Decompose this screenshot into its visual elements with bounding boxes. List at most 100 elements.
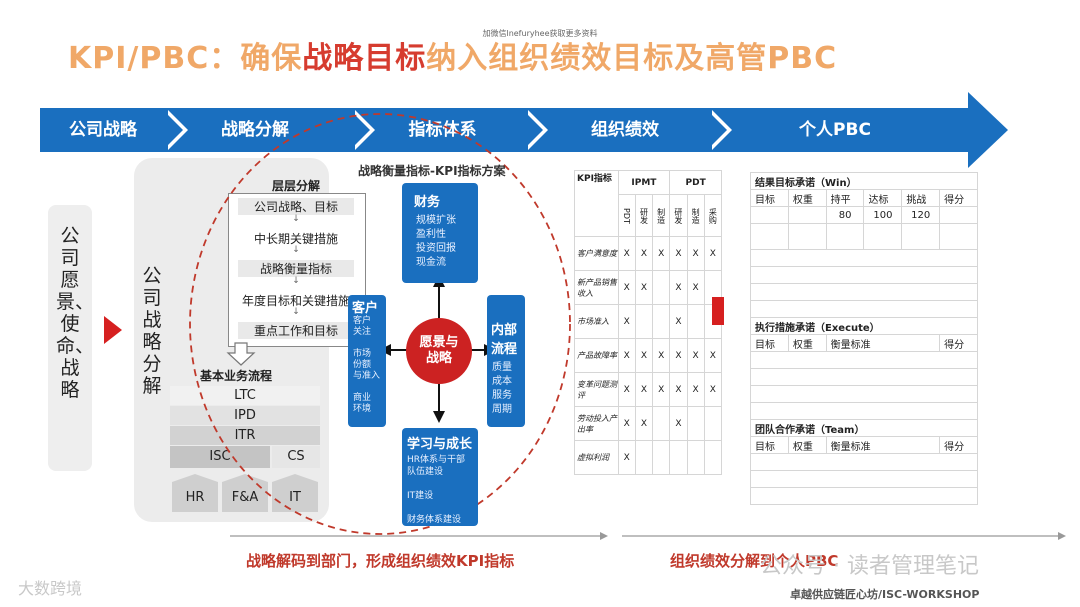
finance-items: 规模扩张 盈利性 投资回报 现金流	[416, 215, 456, 268]
kpi-subhead: 制造	[686, 194, 705, 237]
pbc-team-col: 权重	[787, 436, 827, 454]
kpi-row-label: 市场准入	[574, 304, 619, 339]
process-lane-ltc: LTC	[170, 386, 320, 405]
kpi-mark: X	[703, 372, 723, 407]
support-it: IT	[289, 490, 301, 505]
kpi-mark: X	[703, 236, 723, 271]
kpi-col-ipmt: IPMT	[617, 170, 671, 195]
step-strategy-decomposition: 战略分解	[221, 120, 289, 140]
kpi-plan-title: 战略衡量指标-KPI指标方案	[358, 164, 506, 178]
footer-right-caption: 组织绩效分解到个人PBC	[670, 552, 839, 570]
kpi-mark: X	[617, 406, 636, 441]
watermark-bottom-left: 大数跨境	[18, 579, 83, 598]
pbc-exec-col: 目标	[750, 334, 789, 352]
kpi-subhead: PDT	[617, 194, 636, 237]
kpi-mark: X	[634, 372, 654, 407]
biz-process-title: 基本业务流程	[200, 369, 273, 383]
customer-box: 客户 客户 关注 市场 份额 与准入 商业 环境	[348, 295, 386, 427]
down-arrow-icon: ↓	[292, 307, 300, 317]
kpi-mark: X	[634, 270, 654, 305]
pbc-win-col: 挑战	[901, 189, 941, 207]
kpi-subhead: 采购	[703, 194, 723, 237]
focus-dashed-circle	[189, 113, 571, 535]
customer-items: 客户 关注 市场 份额 与准入 商业 环境	[353, 316, 381, 414]
kpi-mark: X	[617, 440, 636, 475]
layer-item: 公司战略、目标	[238, 198, 354, 215]
pbc-value-flat: 80	[825, 206, 865, 224]
kpi-mark	[703, 406, 723, 441]
top-watermark: 加微信lnefuryhee获取更多资料	[482, 29, 598, 38]
pbc-team-title: 团队合作承诺（Team）	[750, 419, 978, 437]
kpi-mark: X	[669, 338, 688, 373]
kpi-row-label: 新产品销售收入	[574, 270, 619, 305]
internal-title: 内部流程	[491, 323, 518, 357]
kpi-mark: X	[669, 270, 688, 305]
kpi-mark: X	[652, 236, 671, 271]
footer-left-caption: 战略解码到部门，形成组织绩效KPI指标	[246, 552, 515, 570]
vision-box	[48, 205, 92, 471]
internal-process-box: 内部流程 质量 成本 服务 周期	[487, 295, 525, 427]
customer-title: 客户	[352, 301, 379, 316]
down-arrow-icon: ↓	[292, 245, 300, 255]
kpi-mark	[669, 440, 688, 475]
layer-item: 战略衡量指标	[238, 260, 354, 277]
step-company-strategy: 公司战略	[69, 120, 137, 140]
kpi-mark: X	[652, 338, 671, 373]
kpi-mark: X	[634, 338, 654, 373]
pbc-exec-col: 衡量标准	[825, 334, 941, 352]
vision-strategy-circle: 愿景与战略	[406, 318, 472, 384]
pbc-win-title: 结果目标承诺（Win）	[750, 172, 978, 190]
vision-text: 公司愿景、使命、战略	[56, 225, 95, 401]
kpi-row-label: 客户满意度	[574, 236, 619, 271]
kpi-row-label: 虚拟利润	[574, 440, 619, 475]
process-lane-isc: ISC	[170, 446, 270, 468]
pbc-team-col: 得分	[939, 436, 978, 454]
kpi-subhead: 研发	[669, 194, 688, 237]
down-arrow-icon: ↓	[292, 276, 300, 286]
kpi-mark: X	[669, 406, 688, 441]
pbc-value-target: 100	[863, 206, 903, 224]
learning-box: 学习与成长 HR体系与干部 队伍建设 IT建设 财务体系建设	[402, 428, 478, 526]
kpi-mark	[634, 440, 654, 475]
kpi-mark	[652, 440, 671, 475]
learning-items: HR体系与干部 队伍建设 IT建设 财务体系建设	[407, 455, 466, 525]
kpi-row-label: 劳动投入产出率	[574, 406, 619, 441]
finance-title: 财务	[414, 195, 441, 210]
watermark-bottom-right: 卓越供应链匠心坊/ISC-WORKSHOP	[790, 588, 980, 601]
kpi-mark: X	[634, 236, 654, 271]
pbc-win-col: 得分	[939, 189, 978, 207]
process-lane-ipd: IPD	[170, 406, 320, 425]
kpi-mark: X	[617, 236, 636, 271]
pbc-team-col: 目标	[750, 436, 789, 454]
pbc-team-col: 衡量标准	[825, 436, 941, 454]
support-hr: HR	[185, 490, 205, 505]
kpi-mark: X	[686, 270, 705, 305]
chevron-icon	[527, 114, 543, 146]
kpi-mark: X	[703, 338, 723, 373]
kpi-row-label: 变革问题测评	[574, 372, 619, 407]
support-fa: F&A	[231, 490, 259, 505]
kpi-mark: X	[617, 338, 636, 373]
step-indicator-system: 指标体系	[408, 120, 477, 140]
watermark-public: 公众号 · 读者管理笔记	[760, 554, 979, 579]
kpi-mark	[652, 270, 671, 305]
step-org-performance: 组织绩效	[591, 120, 659, 140]
title-pre: KPI/PBC：确保	[68, 41, 303, 76]
kpi-mark: X	[634, 406, 654, 441]
layer-item: 重点工作和目标	[238, 322, 354, 339]
kpi-mark: X	[652, 372, 671, 407]
kpi-col-pdt: PDT	[669, 170, 722, 195]
process-lane-cs: CS	[272, 446, 320, 468]
layer-item: 年度目标和关键措施	[241, 294, 350, 308]
down-arrow-icon: ↓	[292, 214, 300, 224]
kpi-mark	[686, 304, 705, 339]
kpi-subhead: 制造	[652, 194, 671, 237]
red-arrow-icon	[104, 316, 122, 344]
kpi-mark: X	[617, 270, 636, 305]
pbc-value-challenge: 120	[901, 206, 941, 224]
